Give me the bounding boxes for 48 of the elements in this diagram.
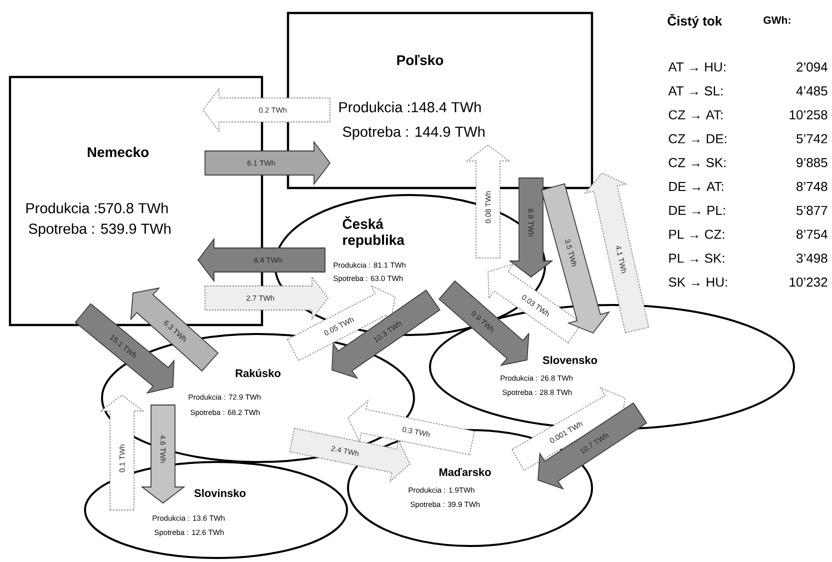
flow-value: 10’258 <box>790 110 828 120</box>
flow-value: 5’742 <box>796 134 828 144</box>
arrow <box>332 290 440 379</box>
flow-value: 5’877 <box>796 206 828 215</box>
flow-direction: DE → AT: <box>669 182 724 191</box>
arrow <box>466 144 510 258</box>
country-name: Rakúsko <box>236 368 280 378</box>
country-name: Slovinsko <box>194 488 246 498</box>
country-name: Poľsko <box>397 54 444 66</box>
flow-value: 9’885 <box>796 158 828 168</box>
country-name: Nemecko <box>88 146 149 158</box>
arrow <box>140 404 186 504</box>
flow-direction: AT → HU: <box>668 62 726 72</box>
arrow <box>538 402 648 490</box>
arrow <box>540 183 610 334</box>
flow-direction: PL → SK: <box>669 254 724 263</box>
flow-direction: CZ → SK: <box>668 158 726 168</box>
arrow <box>74 303 174 394</box>
arrow <box>202 88 330 132</box>
flow-direction: DE → PL: <box>669 206 725 215</box>
production-text: Produkcia :148.4 TWh <box>339 102 481 112</box>
flow-direction: PL → CZ: <box>669 230 724 239</box>
consumption-text: Spotreba : 539.9 TWh <box>28 223 170 237</box>
flow-direction: CZ → DE: <box>668 134 726 144</box>
flow-value: 2’094 <box>796 62 828 72</box>
flow-direction: AT → SL: <box>668 86 722 96</box>
country-name: Slovensko <box>542 356 598 364</box>
flow-direction: CZ → AT: <box>668 110 722 120</box>
table-heading: Čistý tok <box>668 14 722 28</box>
flow-value: 3’498 <box>796 254 828 263</box>
arrow <box>289 428 411 483</box>
flow-value: 8’748 <box>796 182 828 192</box>
flow-direction: SK → HU: <box>668 278 727 287</box>
consumption-text: Spotreba : 144.9 TWh <box>342 126 484 140</box>
arrow <box>204 140 331 186</box>
production-text: Produkcia :570.8 TWh <box>26 202 168 214</box>
country-name: Česká republika <box>342 216 405 248</box>
unit-heading: GWh: <box>764 16 790 24</box>
flow-value: 8’754 <box>796 230 828 239</box>
arrow <box>100 394 144 510</box>
arrow <box>508 178 554 278</box>
arrow <box>584 172 650 334</box>
arrow <box>204 276 329 320</box>
country-name: Maďarsko <box>439 468 491 476</box>
flow-value: 10’232 <box>790 278 828 287</box>
arrow <box>347 399 475 456</box>
flow-value: 4’485 <box>796 86 828 96</box>
arrow <box>197 238 326 282</box>
